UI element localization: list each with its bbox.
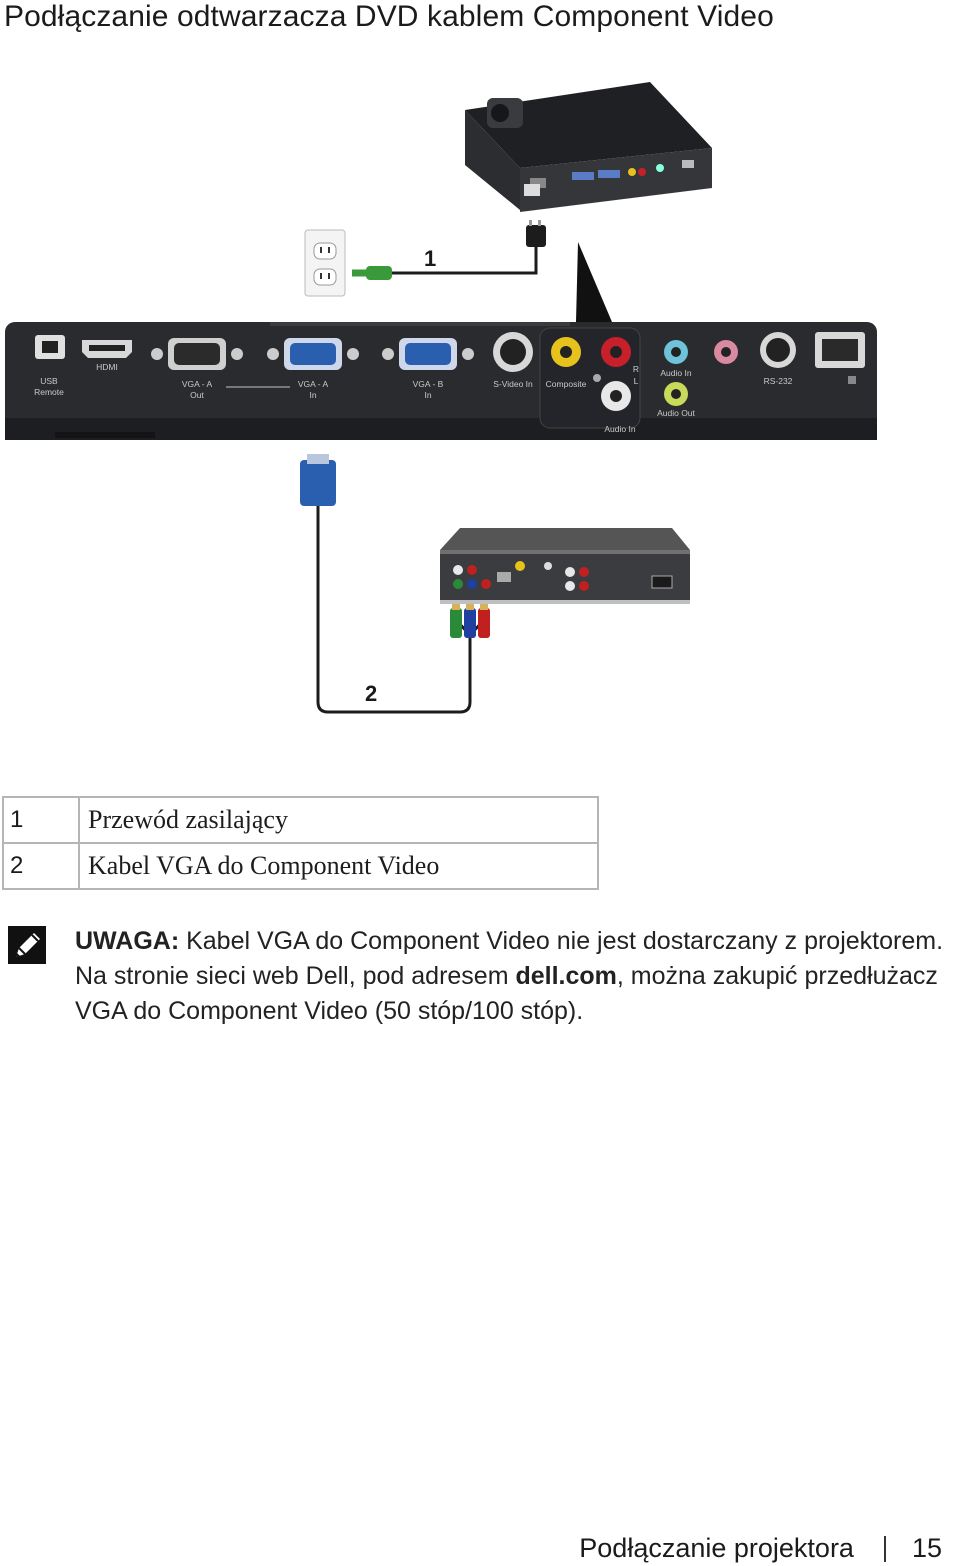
port-label-hdmi: HDMI <box>96 362 118 372</box>
port-label-vga-a-in: VGA - A <box>298 379 329 389</box>
port-label-composite: Composite <box>546 379 587 389</box>
port-label-r: R <box>633 364 639 374</box>
callout-1: 1 <box>424 246 436 271</box>
projector-illustration <box>465 82 712 212</box>
legend-label: Kabel VGA do Component Video <box>79 843 598 889</box>
port-label-usb: USB <box>40 376 58 386</box>
connection-diagram: 1 <box>0 60 960 740</box>
table-row: 1 Przewód zasilający <box>3 797 598 843</box>
note-text: UWAGA: Kabel VGA do Component Video nie … <box>75 924 960 1029</box>
port-label-audio-out: Audio Out <box>657 408 695 418</box>
footer-section: Podłączanie projektora <box>579 1533 854 1564</box>
port-label-svideo: S-Video In <box>493 379 533 389</box>
pencil-note-icon <box>8 926 46 964</box>
note-label: UWAGA: <box>75 927 179 955</box>
legend-label: Przewód zasilający <box>79 797 598 843</box>
port-label-audio-in: Audio In <box>660 368 691 378</box>
port-label-remote: Remote <box>34 387 64 397</box>
page-footer: Podłączanie projektora 15 <box>579 1533 942 1564</box>
port-label-in-a: In <box>309 390 316 400</box>
port-label-out: Out <box>190 390 204 400</box>
legend-number: 1 <box>3 797 79 843</box>
dell-link[interactable]: dell.com <box>515 962 616 990</box>
footer-divider <box>884 1536 886 1562</box>
legend-number: 2 <box>3 843 79 889</box>
port-label-l: L <box>634 376 639 386</box>
projector-rear-panel: USB Remote HDMI VGA - A Out VGA - A In V… <box>5 322 877 440</box>
table-row: 2 Kabel VGA do Component Video <box>3 843 598 889</box>
power-cord <box>352 220 546 280</box>
port-label-audio-in-rl: Audio In <box>604 424 635 434</box>
page-number: 15 <box>912 1533 942 1564</box>
dvd-player-illustration <box>440 528 690 604</box>
wall-outlet-icon <box>305 230 345 296</box>
legend-table: 1 Przewód zasilający 2 Kabel VGA do Comp… <box>2 796 599 890</box>
page-title: Podłączanie odtwarzacza DVD kablem Compo… <box>4 0 774 34</box>
port-label-in-b: In <box>424 390 431 400</box>
callout-2: 2 <box>365 681 377 706</box>
callout-pointer <box>576 242 612 322</box>
port-label-rs232: RS-232 <box>764 376 793 386</box>
port-label-vga-b-in: VGA - B <box>413 379 444 389</box>
port-label-vga-a-out: VGA - A <box>182 379 213 389</box>
